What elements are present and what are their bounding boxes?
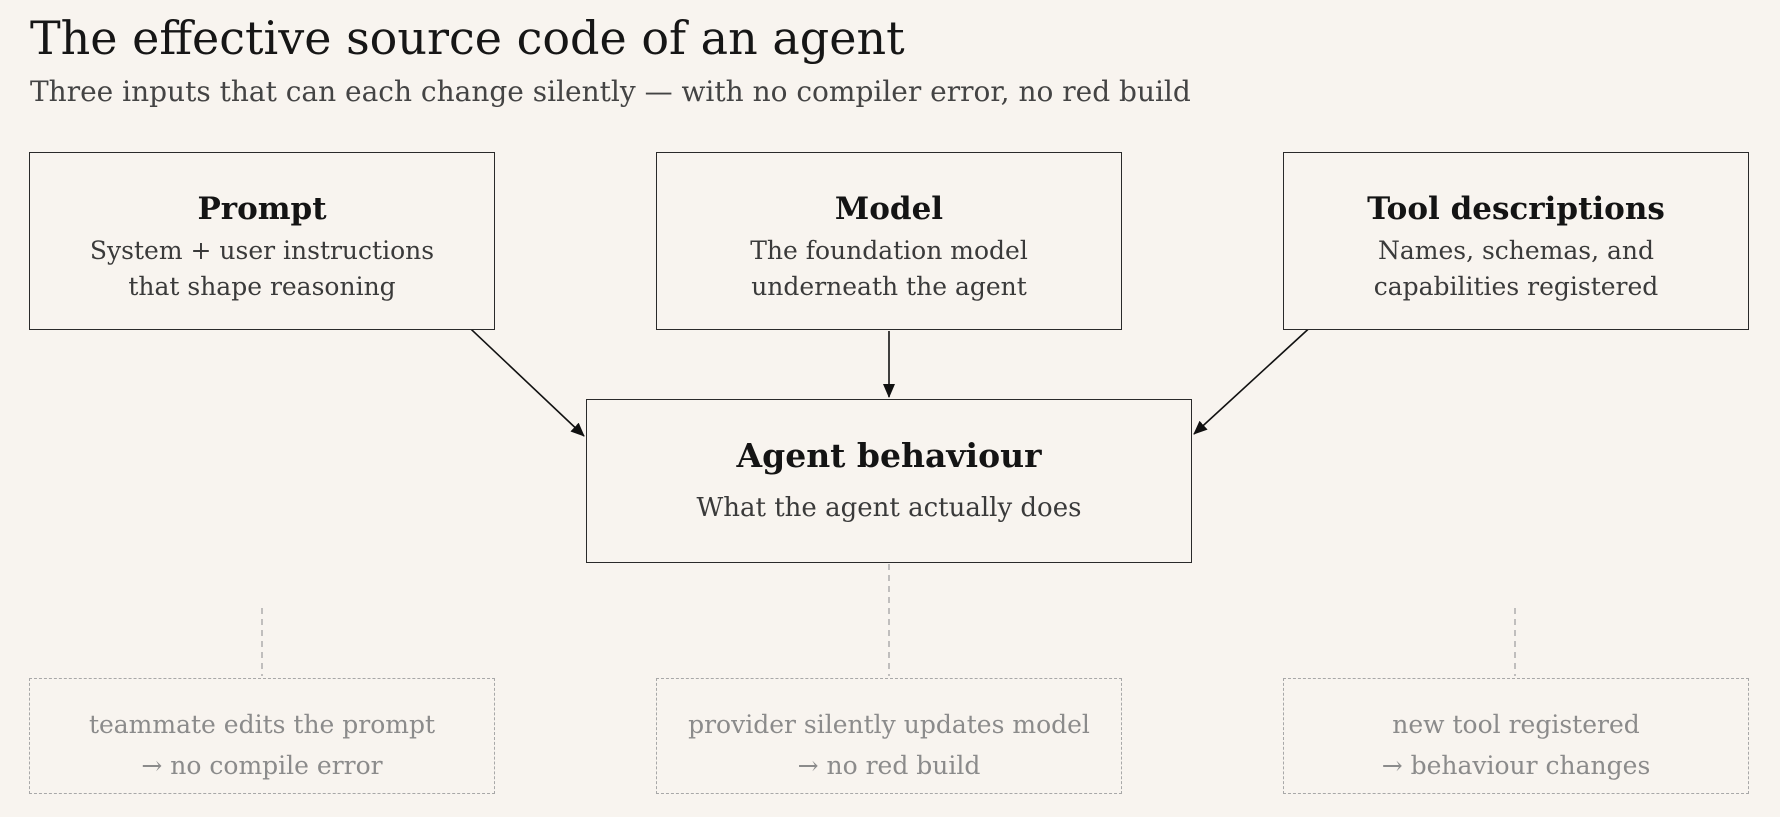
risk-box-prompt: teammate edits the prompt → no compile e… (29, 678, 495, 794)
input-desc-tools-line2: capabilities registered (1373, 272, 1659, 301)
input-heading-tool-descriptions: Tool descriptions (1367, 191, 1665, 227)
risk-box-model: provider silently updates model → no red… (656, 678, 1122, 794)
risk-tools-line1: new tool registered (1392, 710, 1640, 739)
risk-prompt-line2: → no compile error (141, 751, 383, 780)
agent-behaviour-box: Agent behaviour What the agent actually … (586, 399, 1192, 563)
agent-behaviour-heading: Agent behaviour (736, 436, 1042, 475)
diagram-subtitle: Three inputs that can each change silent… (30, 75, 1191, 108)
risk-model-line2: → no red build (797, 751, 981, 780)
input-box-tool-descriptions: Tool descriptions Names, schemas, and ca… (1283, 152, 1749, 330)
input-desc-prompt-line2: that shape reasoning (128, 272, 396, 301)
input-desc-model-line2: underneath the agent (751, 272, 1027, 301)
input-heading-model: Model (834, 191, 944, 227)
input-heading-prompt: Prompt (197, 191, 327, 227)
risk-box-tool-descriptions: new tool registered → behaviour changes (1283, 678, 1749, 794)
diagram-title: The effective source code of an agent (30, 11, 905, 65)
risk-prompt-line1: teammate edits the prompt (88, 710, 436, 739)
input-desc-model-line1: The foundation model (750, 236, 1028, 265)
input-box-prompt: Prompt System + user instructions that s… (29, 152, 495, 330)
agent-behaviour-desc: What the agent actually does (696, 493, 1082, 523)
input-desc-tools-line1: Names, schemas, and (1377, 236, 1655, 265)
risk-model-line1: provider silently updates model (688, 710, 1090, 739)
input-desc-prompt-line1: System + user instructions (89, 236, 435, 265)
input-box-model: Model The foundation model underneath th… (656, 152, 1122, 330)
risk-tools-line2: → behaviour changes (1381, 751, 1651, 780)
